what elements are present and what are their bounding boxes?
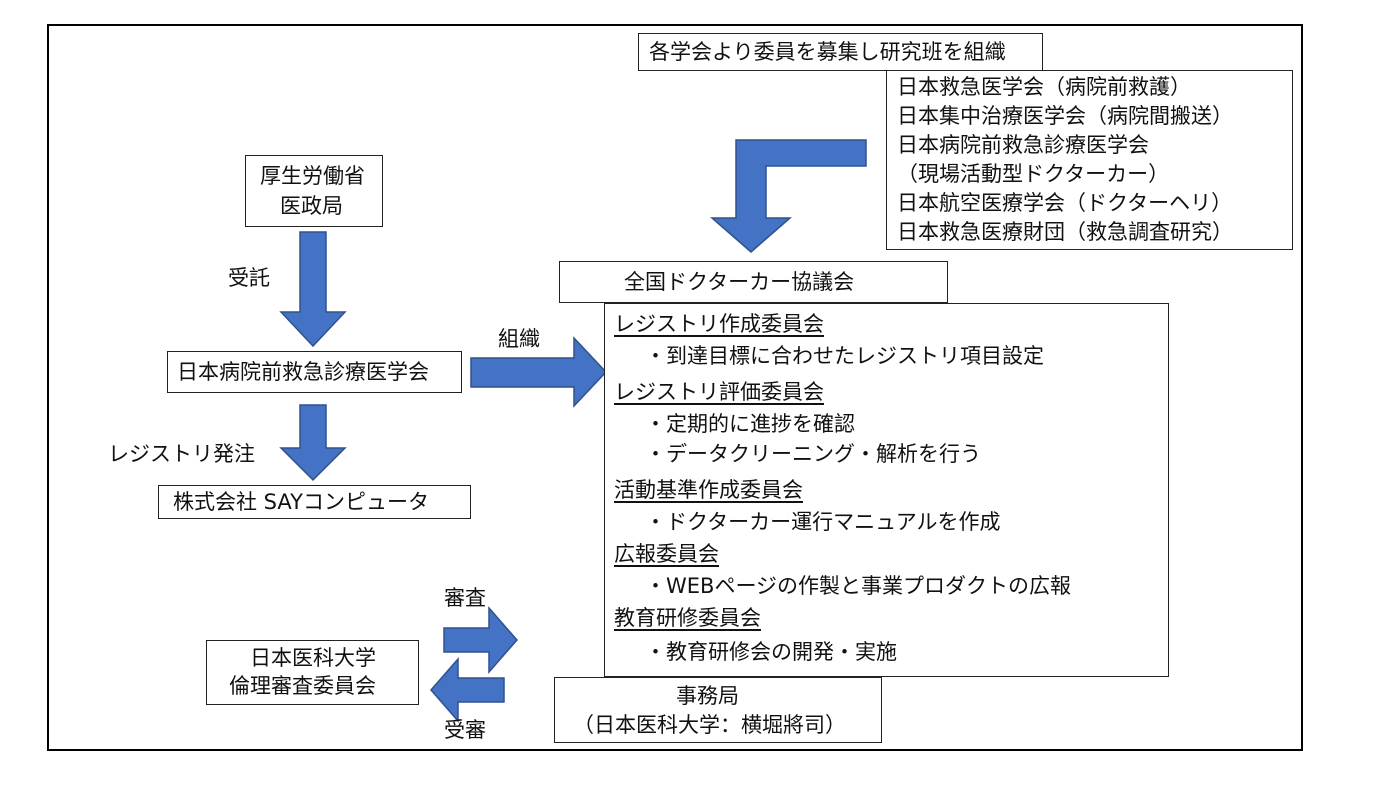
committee-item: ・WEBページの作製と事業プロダクトの広報 [645, 574, 1072, 598]
societies-box: 日本救急医学会（病院前救護） 日本集中治療医学会（病院間搬送） 日本病院前救急診… [886, 70, 1293, 250]
ministry-box: 厚生労働省 医政局 [245, 155, 383, 227]
society-item: （現場活動型ドクターカー） [897, 162, 1170, 186]
committee-item: ・ドクターカー運行マニュアルを作成 [645, 510, 1001, 534]
committee-name: レジストリ作成委員会 [614, 312, 824, 336]
society-item: 日本航空医療学会（ドクターヘリ） [897, 191, 1233, 215]
secretariat-line1: 事務局 [676, 684, 739, 708]
committee-item: ・定期的に進捗を確認 [645, 412, 855, 436]
label-jushin: 受審 [444, 718, 486, 742]
committee-name: 活動基準作成委員会 [614, 478, 803, 502]
society-item: 日本集中治療医学会（病院間搬送） [897, 104, 1233, 128]
secretariat-box: 事務局 （日本医科大学：横堀將司） [554, 677, 882, 743]
committee-name: 教育研修委員会 [614, 606, 761, 630]
ministry-line2: 医政局 [280, 194, 343, 218]
label-itaku: 受託 [228, 266, 270, 290]
committee-name: 広報委員会 [614, 542, 719, 566]
arrow-itaku [279, 231, 347, 348]
arrow-shinsa [443, 606, 518, 674]
ethics-box: 日本医科大学 倫理審査委員会 [206, 640, 419, 705]
arrow-hatchu [279, 404, 347, 482]
society-item: 日本救急医学会（病院前救護） [897, 75, 1191, 99]
recruit-title: 各学会より委員を募集し研究班を組織 [649, 40, 1006, 64]
ministry-line1: 厚生労働省 [260, 164, 365, 188]
committee-name: レジストリ評価委員会 [614, 380, 824, 404]
council-name: 全国ドクターカー協議会 [624, 270, 855, 294]
arrow-soshiki [470, 336, 608, 408]
ethics-line1: 日本医科大学 [250, 646, 376, 670]
bent-arrow [709, 139, 867, 253]
diagram-frame [47, 24, 1303, 751]
arrow-jushin [430, 656, 505, 724]
ethics-line2: 倫理審査委員会 [229, 674, 376, 698]
jsaem-name: 日本病院前救急診療医学会 [177, 360, 429, 384]
label-hatchu: レジストリ発注 [108, 442, 255, 466]
secretariat-line2: （日本医科大学：横堀將司） [573, 713, 846, 737]
society-item: 日本救急医療財団（救急調査研究） [897, 220, 1233, 244]
say-name: 株式会社 SAYコンピュータ [173, 490, 429, 514]
label-soshiki: 組織 [498, 327, 540, 351]
jsaem-box: 日本病院前救急診療医学会 [167, 351, 462, 393]
society-item: 日本病院前救急診療医学会 [897, 133, 1149, 157]
committee-item: ・教育研修会の開発・実施 [645, 640, 897, 664]
committee-item: ・到達目標に合わせたレジストリ項目設定 [645, 344, 1044, 368]
label-shinsa: 審査 [444, 586, 486, 610]
council-box: 全国ドクターカー協議会 [559, 261, 948, 303]
say-box: 株式会社 SAYコンピュータ [158, 485, 471, 519]
committee-item: ・データクリーニング・解析を行う [645, 442, 981, 466]
committees-box: レジストリ作成委員会 ・到達目標に合わせたレジストリ項目設定 レジストリ評価委員… [604, 303, 1169, 677]
recruit-title-box: 各学会より委員を募集し研究班を組織 [638, 33, 1043, 71]
